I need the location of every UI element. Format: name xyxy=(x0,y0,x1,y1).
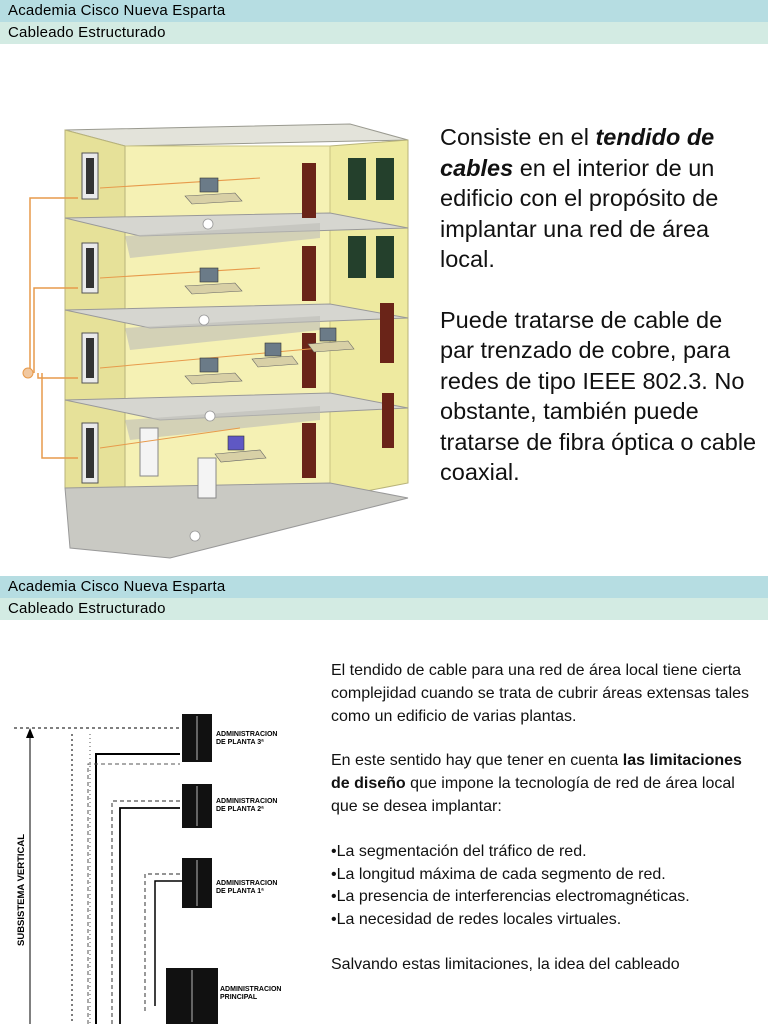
svg-text:DE PLANTA 1ª: DE PLANTA 1ª xyxy=(216,888,264,895)
slide-2-paragraph-2: En este sentido hay que tener en cuenta … xyxy=(331,750,761,818)
slide-2-paragraph-3: Salvando estas limitaciones, la idea del… xyxy=(331,955,680,973)
svg-text:ADMINISTRACION: ADMINISTRACION xyxy=(216,731,277,738)
slide-2-paragraph-1: El tendido de cable para una red de área… xyxy=(331,662,750,725)
list-item: La segmentación del tráfico de red. xyxy=(331,841,761,864)
panel-label-principal: ADMINISTRACION PRINCIPAL xyxy=(220,986,281,1001)
axis-label: SUBSISTEMA VERTICAL xyxy=(16,834,27,946)
slide-header-title: Academia Cisco Nueva Esparta xyxy=(0,0,768,22)
emphasis-text: tendido de cables xyxy=(440,124,715,181)
paragraph-text: que impone la tecnología de red de área … xyxy=(331,775,735,815)
svg-text:ADMINISTRACION: ADMINISTRACION xyxy=(216,798,277,805)
slide-1: Academia Cisco Nueva Esparta Cableado Es… xyxy=(0,0,768,559)
panel-label-planta-2: ADMINISTRACION DE PLANTA 2ª xyxy=(216,798,277,813)
list-item: La presencia de interferencias electroma… xyxy=(331,886,761,909)
paragraph-text: En este sentido hay que tener en cuenta xyxy=(331,752,623,770)
list-item: La necesidad de redes locales virtuales. xyxy=(331,909,761,932)
slide-1-text: Consiste en el tendido de cables en el i… xyxy=(440,122,760,518)
svg-text:PRINCIPAL: PRINCIPAL xyxy=(220,994,258,1001)
vertical-subsystem-diagram: SUBSISTEMA VERTICAL ADMINISTRACION DE PL… xyxy=(14,714,281,1024)
emphasis-text: las limitaciones de diseño xyxy=(331,752,742,793)
slide-1-paragraph-1: Consiste en el tendido de cables en el i… xyxy=(440,122,760,275)
svg-text:DE PLANTA 3ª: DE PLANTA 3ª xyxy=(216,739,264,746)
svg-text:ADMINISTRACION: ADMINISTRACION xyxy=(216,880,277,887)
svg-text:DE PLANTA 2ª: DE PLANTA 2ª xyxy=(216,806,264,813)
panel-label-planta-1: ADMINISTRACION DE PLANTA 1ª xyxy=(216,880,277,895)
slide-header-subtitle: Cableado Estructurado xyxy=(0,22,768,44)
slide-header-title: Academia Cisco Nueva Esparta xyxy=(0,576,768,598)
limitations-list: La segmentación del tráfico de red. La l… xyxy=(331,841,761,932)
list-item: La longitud máxima de cada segmento de r… xyxy=(331,864,761,887)
paragraph-text: Consiste en el xyxy=(440,124,596,150)
slide-header-subtitle: Cableado Estructurado xyxy=(0,598,768,620)
svg-text:ADMINISTRACION: ADMINISTRACION xyxy=(220,986,281,993)
slide-2-text: El tendido de cable para una red de área… xyxy=(331,660,761,999)
panel-label-planta-3: ADMINISTRACION DE PLANTA 3ª xyxy=(216,731,277,746)
slide-2: Academia Cisco Nueva Esparta Cableado Es… xyxy=(0,576,768,1024)
paragraph-text: en el interior de un edificio con el pro… xyxy=(440,154,719,273)
building-illustration xyxy=(22,123,409,559)
slide-1-paragraph-2: Puede tratarse de cable de par trenzado … xyxy=(440,306,757,486)
